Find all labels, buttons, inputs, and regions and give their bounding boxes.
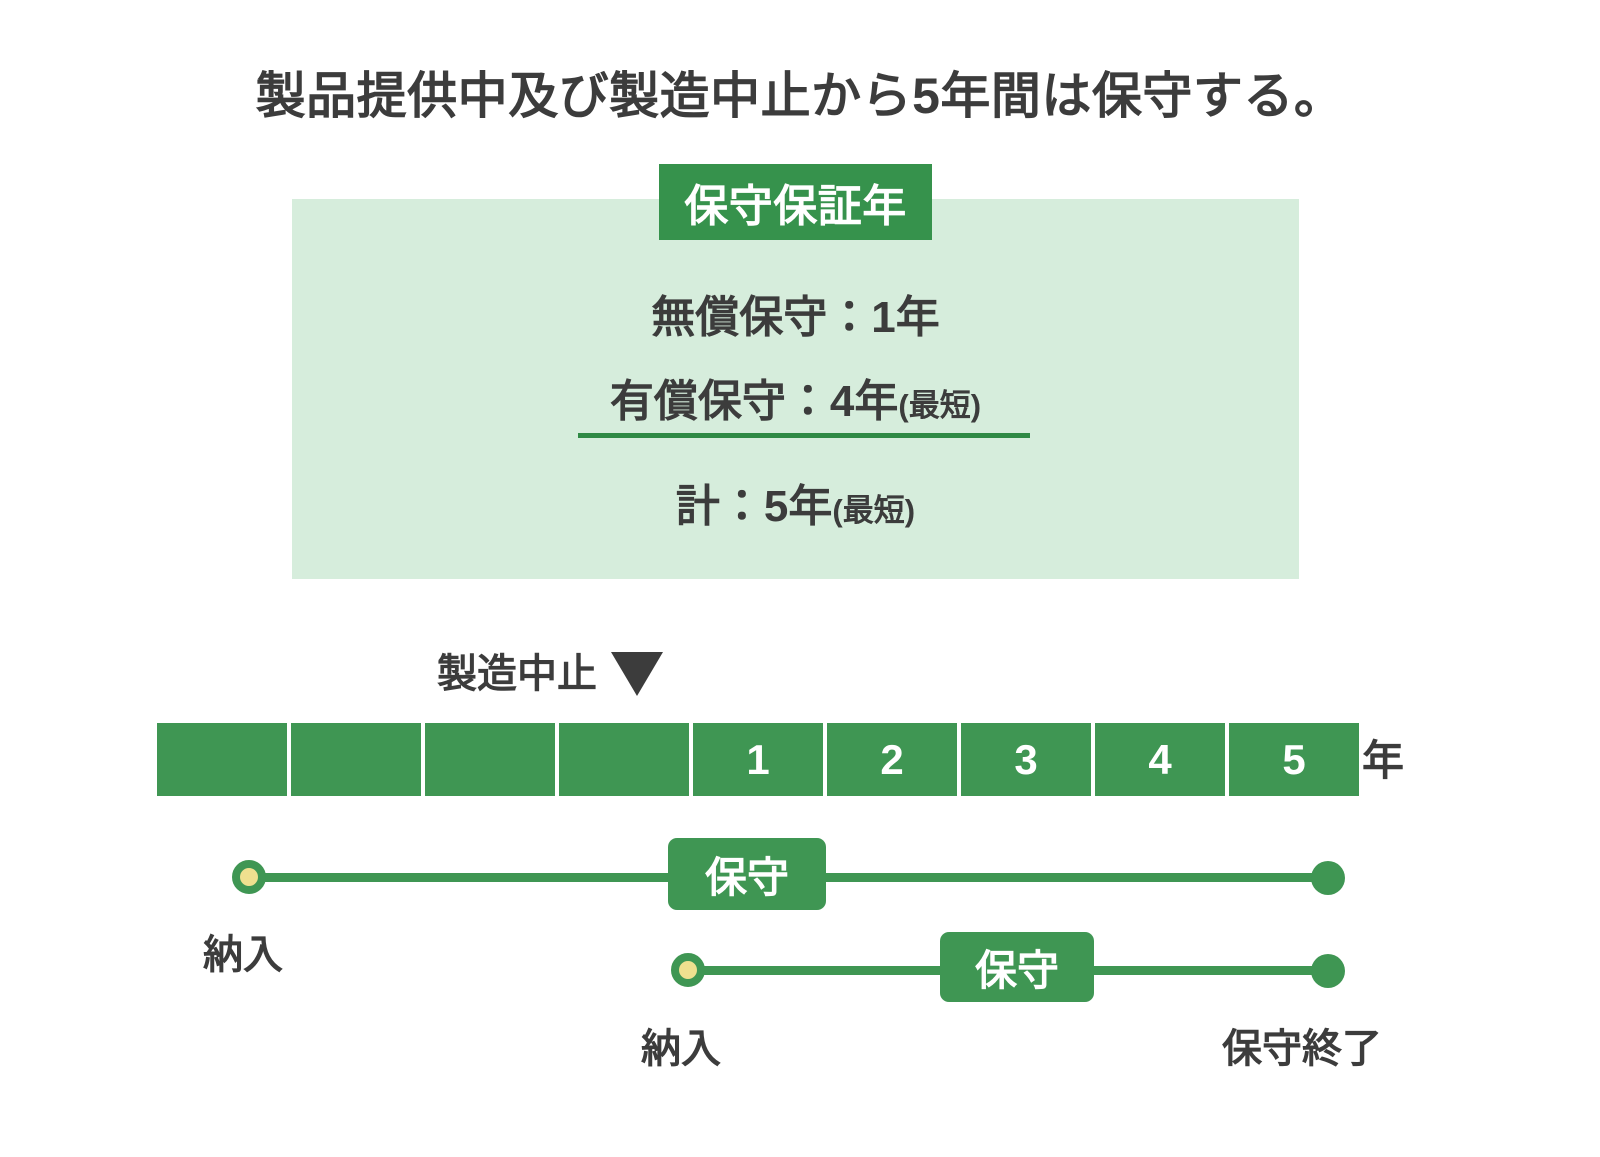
maintenance-badge-2: 保守 bbox=[940, 932, 1094, 1002]
circle-open-yellow-icon bbox=[232, 860, 266, 894]
warranty-row-paid-note: (最短) bbox=[898, 388, 982, 423]
year-segment bbox=[291, 723, 421, 796]
maintenance-badge-1: 保守 bbox=[668, 838, 826, 910]
triangle-down-icon bbox=[611, 652, 663, 696]
delivery-caption-1: 納入 bbox=[203, 933, 283, 977]
end-of-life-marker: 製造中止 bbox=[437, 652, 663, 696]
year-segment bbox=[559, 723, 689, 796]
year-segment: 5 bbox=[1229, 723, 1359, 796]
warranty-row-free: 無償保守：1年 bbox=[292, 281, 1299, 345]
warranty-row-free-text: 無償保守：1年 bbox=[651, 293, 940, 342]
year-segment: 1 bbox=[693, 723, 823, 796]
year-segment bbox=[425, 723, 555, 796]
year-unit-label: 年 bbox=[1362, 737, 1405, 784]
warranty-row-paid-text: 有償保守：4年 bbox=[609, 377, 899, 426]
year-segment bbox=[157, 723, 287, 796]
circle-open-yellow-icon bbox=[671, 953, 705, 987]
page-title: 製品提供中及び製造中止から5年間は保守する。 bbox=[255, 68, 1345, 124]
end-of-life-label: 製造中止 bbox=[437, 652, 597, 696]
year-segment: 3 bbox=[961, 723, 1091, 796]
warranty-panel bbox=[292, 199, 1299, 579]
warranty-row-total-note: (最短) bbox=[832, 493, 916, 528]
warranty-row-total-text: 計：5年 bbox=[675, 482, 833, 531]
year-bar: 1 2 3 4 5 bbox=[157, 723, 1359, 796]
warranty-row-paid: 有償保守：4年(最短) bbox=[292, 365, 1299, 429]
warranty-panel-divider bbox=[578, 433, 1030, 438]
maintenance-end-caption: 保守終了 bbox=[1222, 1027, 1382, 1071]
circle-filled-green-icon bbox=[1311, 861, 1345, 895]
year-segment: 4 bbox=[1095, 723, 1225, 796]
warranty-panel-header: 保守保証年 bbox=[659, 164, 932, 240]
warranty-row-total: 計：5年(最短) bbox=[292, 470, 1299, 534]
circle-filled-green-icon bbox=[1311, 954, 1345, 988]
year-segment: 2 bbox=[827, 723, 957, 796]
delivery-caption-2: 納入 bbox=[641, 1027, 721, 1071]
